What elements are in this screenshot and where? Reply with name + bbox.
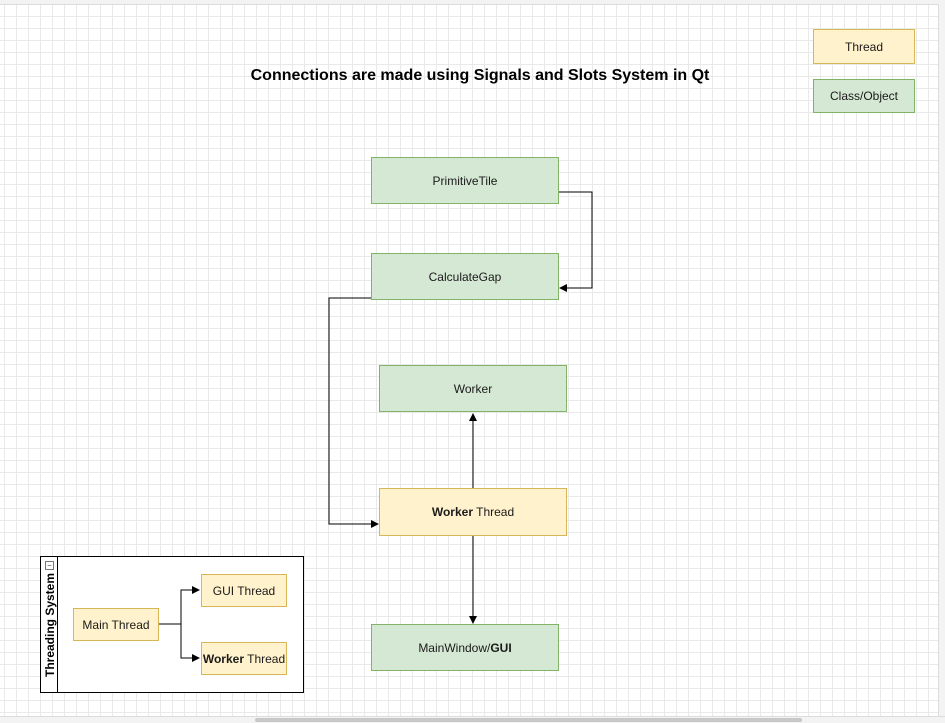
legend-thread[interactable]: Thread [813,29,915,64]
collapse-icon[interactable]: − [45,561,54,570]
node-primitivetile[interactable]: PrimitiveTile [371,157,559,204]
pool-node-gui-thread-label: GUI Thread [212,583,276,598]
node-mainwindow-gui[interactable]: MainWindow/GUI [371,624,559,671]
node-calculategap-label: CalculateGap [428,269,502,284]
node-worker-thread[interactable]: Worker Thread [379,488,567,536]
canvas-top-edge [0,0,945,5]
pool-node-worker-thread-label: Worker Thread [202,651,286,666]
scrollbar-thumb[interactable] [255,718,802,722]
node-worker[interactable]: Worker [379,365,567,412]
edge-mainthread-to-workerthread [158,623,200,662]
pool-node-main-thread[interactable]: Main Thread [73,608,159,641]
legend-class-object[interactable]: Class/Object [813,79,915,113]
node-primitivetile-label: PrimitiveTile [432,173,498,188]
node-worker-thread-label: Worker Thread [431,505,515,519]
edge-primitivetile-to-calculategap [558,191,593,292]
edge-calculategap-to-workerthread [328,297,379,528]
legend-class-object-label: Class/Object [829,89,899,103]
threading-system-header[interactable]: − Threading System [41,557,58,692]
node-calculategap[interactable]: CalculateGap [371,253,559,300]
pool-node-main-thread-label: Main Thread [82,617,150,632]
pool-node-worker-thread[interactable]: Worker Thread [201,642,287,675]
node-worker-label: Worker [453,381,493,396]
canvas-right-edge [938,4,945,716]
edge-mainthread-to-guithread [158,586,200,625]
node-mainwindow-gui-label: MainWindow/GUI [418,640,512,655]
legend-thread-label: Thread [844,39,884,54]
diagram-title: Connections are made using Signals and S… [250,67,710,84]
pool-node-gui-thread[interactable]: GUI Thread [201,574,287,607]
